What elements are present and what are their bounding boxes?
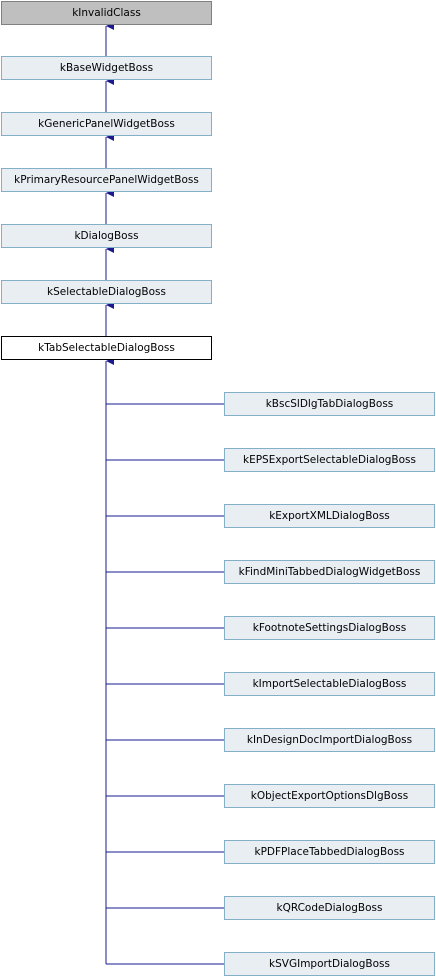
node-kBscSlDlgTabDialogBoss[interactable]: kBscSlDlgTabDialogBoss bbox=[224, 392, 435, 416]
node-kPDFPlaceTabbedDialogBoss[interactable]: kPDFPlaceTabbedDialogBoss bbox=[224, 840, 435, 864]
node-kGenericPanelWidgetBoss[interactable]: kGenericPanelWidgetBoss bbox=[1, 112, 212, 136]
node-kPrimaryResourcePanelWidgetBoss[interactable]: kPrimaryResourcePanelWidgetBoss bbox=[1, 168, 212, 192]
node-kInvalidClass: kInvalidClass bbox=[1, 1, 212, 25]
node-kExportXMLDialogBoss[interactable]: kExportXMLDialogBoss bbox=[224, 504, 435, 528]
node-kDialogBoss[interactable]: kDialogBoss bbox=[1, 224, 212, 248]
node-kObjectExportOptionsDlgBoss[interactable]: kObjectExportOptionsDlgBoss bbox=[224, 784, 435, 808]
node-kBaseWidgetBoss[interactable]: kBaseWidgetBoss bbox=[1, 56, 212, 80]
node-kSelectableDialogBoss[interactable]: kSelectableDialogBoss bbox=[1, 280, 212, 304]
node-kEPSExportSelectableDialogBoss[interactable]: kEPSExportSelectableDialogBoss bbox=[224, 448, 435, 472]
node-kQRCodeDialogBoss[interactable]: kQRCodeDialogBoss bbox=[224, 896, 435, 920]
node-kSVGImportDialogBoss[interactable]: kSVGImportDialogBoss bbox=[224, 952, 435, 976]
node-kImportSelectableDialogBoss[interactable]: kImportSelectableDialogBoss bbox=[224, 672, 435, 696]
node-kTabSelectableDialogBoss: kTabSelectableDialogBoss bbox=[1, 336, 212, 360]
node-kFootnoteSettingsDialogBoss[interactable]: kFootnoteSettingsDialogBoss bbox=[224, 616, 435, 640]
node-kInDesignDocImportDialogBoss[interactable]: kInDesignDocImportDialogBoss bbox=[224, 728, 435, 752]
node-kFindMiniTabbedDialogWidgetBoss[interactable]: kFindMiniTabbedDialogWidgetBoss bbox=[224, 560, 435, 584]
